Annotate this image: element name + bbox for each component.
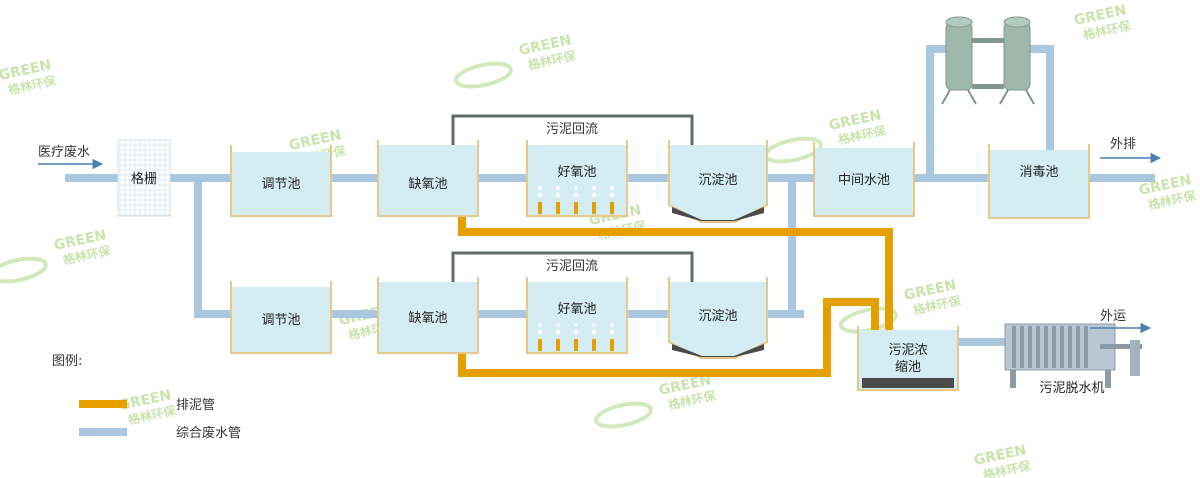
inlet: 医疗废水 bbox=[38, 144, 104, 170]
tank-settle-bottom: 沉淀池 bbox=[668, 277, 768, 359]
outbound: 外运 bbox=[1090, 309, 1152, 334]
tank-aerobic-bottom: 好氧池 bbox=[526, 277, 628, 354]
legend-sludge-label: 排泥管 bbox=[176, 398, 215, 413]
filter-pipe-right bbox=[1046, 45, 1054, 182]
screen-label: 格栅 bbox=[131, 171, 157, 187]
tank-label: 沉淀池 bbox=[698, 309, 737, 324]
tank-label: 调节池 bbox=[261, 313, 300, 328]
tank-label: 消毒池 bbox=[1019, 165, 1058, 180]
inlet-label: 医疗废水 bbox=[38, 144, 90, 160]
watermark: GREEN 格林环保 bbox=[1073, 2, 1133, 42]
tank-label: 中间水池 bbox=[838, 173, 890, 188]
press-rail bbox=[1100, 344, 1142, 349]
tank-label-line2: 缩池 bbox=[895, 359, 921, 375]
filter-pipe-left bbox=[926, 45, 934, 182]
watermark: GREEN 格林环保 bbox=[0, 227, 113, 284]
bottom-riser-pipe bbox=[788, 174, 796, 318]
tank-label: 缺氧池 bbox=[408, 177, 447, 192]
tank-label: 好氧池 bbox=[557, 302, 596, 317]
tank-settle-top: 沉淀池 bbox=[668, 140, 768, 223]
tank-label: 缺氧池 bbox=[408, 311, 447, 326]
tank-label: 好氧池 bbox=[557, 165, 596, 180]
return-line-bottom bbox=[442, 251, 694, 306]
branch-pipe-down bbox=[194, 174, 202, 318]
tank-middle: 中间水池 bbox=[813, 142, 915, 217]
tank-anoxic-top: 缺氧池 bbox=[377, 140, 479, 217]
watermark: GREEN 格林环保 bbox=[0, 57, 58, 97]
filter-connector-bottom bbox=[972, 84, 1004, 89]
legend-sludge-swatch bbox=[79, 400, 127, 408]
return-line-top bbox=[442, 114, 694, 170]
tank-label-line1: 污泥浓 bbox=[888, 343, 927, 358]
filter-vessel-left bbox=[941, 16, 977, 105]
air-bubbles bbox=[537, 323, 615, 335]
legend-water-label: 综合废水管 bbox=[176, 425, 241, 441]
discharge-label: 外排 bbox=[1110, 137, 1136, 152]
filter-press: 污泥脱水机 bbox=[1004, 323, 1142, 396]
tank-label: 沉淀池 bbox=[698, 173, 737, 188]
tank-adjust-bottom: 调节池 bbox=[230, 281, 332, 354]
watermark: GREEN 格林环保 bbox=[593, 372, 718, 429]
watermark: GREEN 格林环保 bbox=[453, 32, 578, 89]
filter-connector-top bbox=[972, 38, 1004, 43]
tank-aerobic-top: 好氧池 bbox=[526, 140, 628, 217]
filter-pipe-left-top bbox=[926, 45, 948, 53]
legend-water-swatch bbox=[79, 428, 127, 436]
press-end-frame bbox=[1130, 340, 1140, 376]
watermark: GREEN 格林环保 bbox=[973, 442, 1033, 478]
dewater-label: 污泥脱水机 bbox=[1039, 381, 1104, 396]
tank-thickener: 污泥浓 缩池 bbox=[857, 326, 959, 391]
filter-pipe-right-top bbox=[1030, 45, 1054, 53]
legend: 图例: 排泥管 综合废水管 bbox=[52, 354, 241, 441]
aerators bbox=[538, 202, 614, 214]
discharge: 外排 bbox=[1100, 137, 1162, 164]
tank-anoxic-bottom: 缺氧池 bbox=[377, 277, 479, 354]
tank-adjust-top: 调节池 bbox=[230, 145, 332, 217]
filter-vessel-right bbox=[999, 16, 1035, 105]
filter-vessels bbox=[941, 16, 1035, 105]
outbound-label: 外运 bbox=[1100, 309, 1126, 324]
aerators bbox=[538, 339, 614, 351]
legend-title: 图例: bbox=[52, 354, 82, 369]
bottom-water-pipe bbox=[194, 310, 804, 318]
air-bubbles bbox=[537, 186, 615, 198]
return-label-bottom: 污泥回流 bbox=[546, 259, 598, 274]
dewater-pipe bbox=[955, 338, 1005, 346]
watermark: GREEN 格林环保 bbox=[838, 277, 963, 334]
screen: 格栅 bbox=[117, 139, 171, 217]
filter-plates bbox=[1012, 326, 1088, 368]
tank-label: 调节池 bbox=[261, 177, 300, 192]
tank-disinfect: 消毒池 bbox=[988, 144, 1090, 219]
return-lines bbox=[442, 114, 694, 306]
return-label-top: 污泥回流 bbox=[546, 122, 598, 137]
sludge-pipe-bottom bbox=[458, 298, 879, 377]
